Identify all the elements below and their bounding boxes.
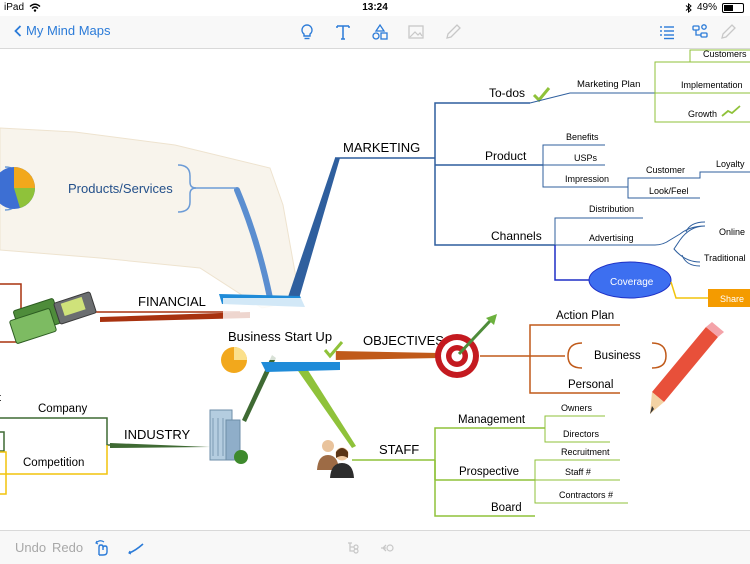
back-button[interactable]: My Mind Maps <box>14 23 111 38</box>
node-products[interactable]: Products/Services <box>68 181 173 196</box>
connection-icon[interactable] <box>126 538 146 558</box>
gesture-icon[interactable] <box>93 538 113 558</box>
node-personal[interactable]: Personal <box>568 379 613 391</box>
node-growth[interactable]: Growth <box>688 109 717 119</box>
node-competition[interactable]: Competition <box>23 457 84 469</box>
node-company[interactable]: Company <box>38 403 87 415</box>
node-financial[interactable]: FINANCIAL <box>138 294 206 309</box>
node-customers[interactable]: Customers <box>703 49 747 59</box>
products-bracket <box>177 164 197 213</box>
lightbulb-icon[interactable] <box>297 22 317 42</box>
node-online[interactable]: Online <box>719 227 745 237</box>
node-management[interactable]: Management <box>458 414 526 426</box>
node-staff-num[interactable]: Staff # <box>565 467 591 477</box>
financial-branch <box>100 312 250 322</box>
node-advertising[interactable]: Advertising <box>589 233 634 243</box>
add-topic-icon[interactable] <box>376 538 396 558</box>
node-objectives[interactable]: OBJECTIVES <box>363 333 444 348</box>
node-lookfeel[interactable]: Look/Feel <box>649 186 689 196</box>
pie-icon <box>221 347 247 373</box>
shapes-icon[interactable] <box>370 22 390 42</box>
pencil-illustration <box>650 322 724 414</box>
device-name: iPad <box>4 2 25 13</box>
node-prospective[interactable]: Prospective <box>459 466 519 478</box>
share-node[interactable] <box>708 289 750 307</box>
status-left: iPad <box>4 2 41 13</box>
node-edge-fragment: t <box>0 392 1 404</box>
mind-map[interactable]: Products/Services FINANCIAL INDUSTRY Com… <box>0 48 750 530</box>
node-owners[interactable]: Owners <box>561 403 593 413</box>
growth-icon <box>721 105 741 117</box>
chevron-left-icon <box>14 24 22 37</box>
node-business[interactable]: Business <box>594 350 641 362</box>
top-toolbar: My Mind Maps <box>0 16 750 49</box>
mind-map-canvas[interactable]: Products/Services FINANCIAL INDUSTRY Com… <box>0 48 750 530</box>
back-label: My Mind Maps <box>26 23 111 38</box>
marketing-branch <box>287 158 340 302</box>
outline-icon[interactable] <box>657 22 677 42</box>
bottom-toolbar: Undo Redo <box>0 530 750 564</box>
staff-branch <box>296 364 356 448</box>
center-topic-label: Business Start Up <box>228 329 332 344</box>
coverage-node[interactable] <box>588 261 672 299</box>
node-loyalty[interactable]: Loyalty <box>716 159 745 169</box>
node-distribution[interactable]: Distribution <box>589 204 634 214</box>
undo-button[interactable]: Undo <box>15 540 47 555</box>
node-contractors[interactable]: Contractors # <box>559 490 613 500</box>
todos-check-icon <box>532 87 551 103</box>
node-traditional[interactable]: Traditional <box>704 253 746 263</box>
node-industry[interactable]: INDUSTRY <box>124 427 191 442</box>
add-subtopic-icon[interactable] <box>343 538 363 558</box>
node-marketing-plan[interactable]: Marketing Plan <box>577 79 640 90</box>
checkmark-icon <box>323 341 344 359</box>
node-product[interactable]: Product <box>485 149 527 163</box>
edit-pen-icon[interactable] <box>718 22 738 42</box>
battery-percent: 49% <box>696 2 717 13</box>
node-channels[interactable]: Channels <box>491 229 542 243</box>
node-impression[interactable]: Impression <box>565 174 609 184</box>
target-icon <box>435 314 497 378</box>
people-icon <box>317 440 354 478</box>
pie-chart-icon <box>0 167 35 209</box>
battery-icon <box>722 2 744 13</box>
node-directors[interactable]: Directors <box>563 429 600 439</box>
products-boundary <box>0 127 301 309</box>
node-board[interactable]: Board <box>491 502 522 514</box>
money-icon <box>9 291 97 344</box>
image-icon[interactable] <box>406 22 426 42</box>
status-right: 49% <box>685 2 744 13</box>
products-branch <box>234 187 273 301</box>
node-todos[interactable]: To-dos <box>489 86 525 100</box>
node-recruitment[interactable]: Recruitment <box>561 447 610 457</box>
share-branch-icon[interactable] <box>690 22 710 42</box>
clock: 13:24 <box>362 2 388 13</box>
node-marketing[interactable]: MARKETING <box>343 140 420 155</box>
node-staff[interactable]: STAFF <box>379 442 419 457</box>
objectives-branch <box>335 351 440 360</box>
node-coverage: Coverage <box>610 277 654 288</box>
pencil-icon[interactable] <box>443 22 463 42</box>
wifi-icon <box>29 3 41 12</box>
redo-button[interactable]: Redo <box>52 540 84 555</box>
node-share: Share <box>720 294 744 304</box>
bluetooth-icon <box>685 2 692 13</box>
status-bar: iPad 13:24 49% <box>0 0 750 16</box>
text-style-icon[interactable] <box>333 22 353 42</box>
building-icon <box>209 409 248 464</box>
node-action-plan[interactable]: Action Plan <box>556 310 614 322</box>
node-usps[interactable]: USPs <box>574 153 598 163</box>
node-customer[interactable]: Customer <box>646 165 685 175</box>
node-benefits[interactable]: Benefits <box>566 132 599 142</box>
node-implementation[interactable]: Implementation <box>681 80 743 90</box>
